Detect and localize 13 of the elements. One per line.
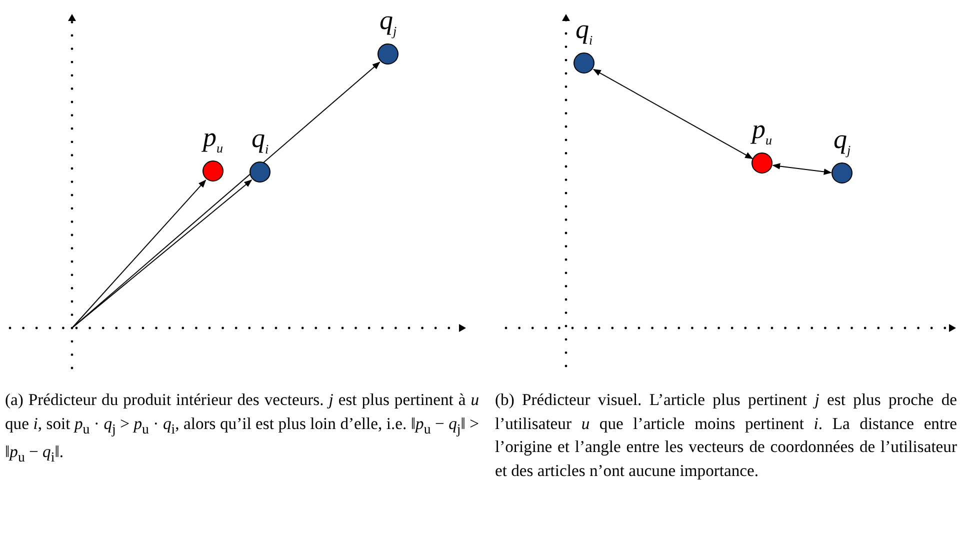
point-label: q$_{j}$ <box>832 124 852 160</box>
point-label: q$_{i}$ <box>250 123 270 158</box>
figure-caption: (a) Prédicteur du produit intérieur des vecteurs. j est plus pertinent à u que i, soit p$_{u}$ · q$_{j}$ > p$_{u}$ · q$_{i}$, alors qu’il est plus loin d’elle, i.e. ‖p$_{u}$ − q$_{j}$‖ > ‖p$_{u}$ − q$_{i}$‖. <box>5 389 479 467</box>
point-label: q$_{j}$ <box>378 5 398 40</box>
point-label: p$_{u}$ <box>750 114 773 150</box>
point-label: q$_{i}$ <box>574 14 594 50</box>
vector-arrow <box>72 180 206 328</box>
point-label: p$_{u}$ <box>200 122 224 158</box>
vector-arrow <box>592 68 754 160</box>
figure-caption: (b) Prédicteur visuel. L’article plus pertinent j est plus proche de l’utilisateur u que l’article moins pertinent i. La distance entre l’origine et l’angle entre les vecteurs de coordonnées de l’utilisateur et des articles n’ont aucune importance. <box>495 389 957 482</box>
vector-arrow <box>72 180 252 328</box>
vector-arrow <box>72 62 380 328</box>
vector-arrow <box>772 163 832 175</box>
